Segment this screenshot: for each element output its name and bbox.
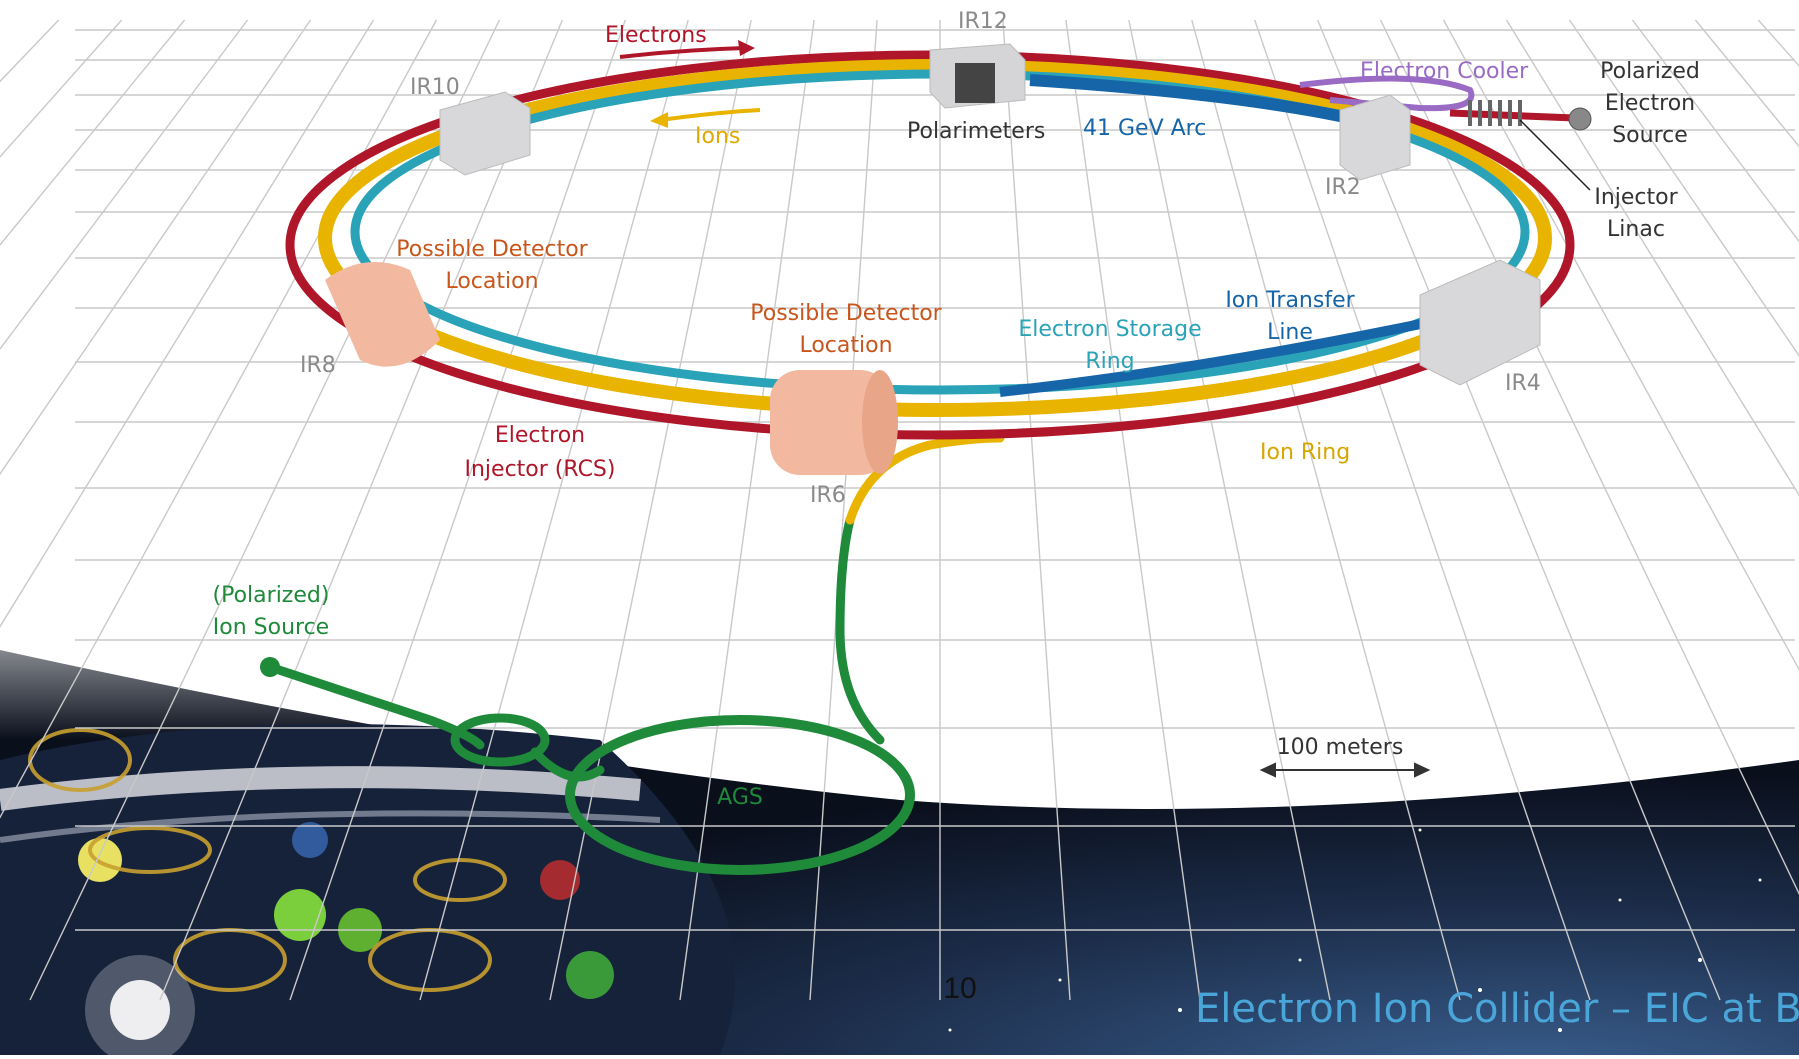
label-polarized-electron-source-1: Polarized (1600, 59, 1700, 84)
label-ir10: IR10 (410, 75, 460, 100)
ir-boxes (439, 43, 1541, 386)
ir10-box (439, 91, 531, 176)
electrons-arrow (619, 46, 746, 59)
label-storage-ring-2: Ring (1085, 349, 1134, 374)
label-ion-source-1: (Polarized) (213, 583, 330, 608)
perspective-grid (0, 19, 1799, 1001)
label-rcs-2: Injector (RCS) (465, 457, 616, 482)
scale-bar (1259, 762, 1431, 778)
stars (948, 828, 1762, 1032)
label-scale: 100 meters (1277, 735, 1404, 760)
label-ir12: IR12 (958, 9, 1008, 34)
ir4-box (1419, 259, 1541, 386)
label-rcs-1: Electron (495, 423, 585, 448)
label-detector-1-line1: Possible Detector (396, 237, 588, 262)
ir6-detector (770, 370, 898, 475)
label-ion-ring: Ion Ring (1260, 440, 1350, 465)
ions-arrow (659, 108, 761, 122)
detector-cylinders (325, 262, 898, 475)
label-polarimeters: Polarimeters (907, 119, 1045, 144)
label-ion-source-2: Ion Source (213, 615, 329, 640)
ion-source-node (260, 657, 280, 677)
label-ir4: IR4 (1505, 371, 1541, 396)
electron-cooler (1299, 75, 1592, 191)
label-polarized-electron-source-3: Source (1612, 123, 1688, 148)
ir8-detector (325, 262, 440, 367)
label-detector-2-line2: Location (799, 333, 892, 358)
label-ir8: IR8 (300, 353, 336, 378)
label-ions: Ions (695, 124, 740, 149)
label-electron-cooler: Electron Cooler (1360, 59, 1529, 84)
label-ir2: IR2 (1325, 175, 1361, 200)
label-injector-linac-1: Injector (1594, 185, 1678, 210)
label-storage-ring-1: Electron Storage (1018, 317, 1201, 342)
ir2-box (1339, 94, 1411, 181)
ion-injection-path (260, 433, 1005, 875)
label-injector-linac-2: Linac (1607, 217, 1665, 242)
ir12-box (929, 43, 1026, 109)
label-detector-2-line1: Possible Detector (750, 301, 942, 326)
slide-footer-title: Electron Ion Collider – EIC at BN (1195, 986, 1799, 1032)
label-41gev-arc: 41 GeV Arc (1083, 116, 1206, 141)
label-detector-1-line2: Location (445, 269, 538, 294)
page-number: 10 (943, 972, 976, 1005)
label-ags: AGS (717, 785, 763, 810)
label-ion-transfer-2: Line (1267, 320, 1313, 345)
label-ir6: IR6 (810, 483, 846, 508)
label-ion-transfer-1: Ion Transfer (1225, 288, 1355, 313)
ags-ring (565, 715, 915, 875)
label-polarized-electron-source-2: Electron (1605, 91, 1695, 116)
small-booster-ring (450, 713, 550, 767)
electron-source-node (1568, 107, 1592, 131)
ion-transfer-green (835, 515, 885, 745)
ion-transfer-line (999, 315, 1442, 397)
particle-illustration (0, 724, 735, 1059)
label-electrons: Electrons (605, 23, 707, 48)
direction-arrows (619, 40, 761, 128)
